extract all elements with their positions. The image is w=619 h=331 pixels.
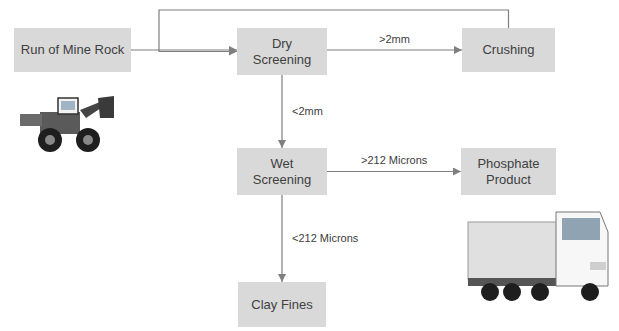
flow-arrow: [327, 49, 462, 50]
edge-label: >2mm: [377, 33, 412, 46]
box-label: Wet Screening: [243, 156, 321, 187]
box-label: Phosphate Product: [467, 156, 550, 187]
flow-arrow: [159, 10, 509, 52]
wheel-loader: [20, 96, 114, 152]
flow-arrow: [327, 171, 461, 172]
process-box: Dry Screening: [237, 28, 327, 75]
flow-arrow: [131, 49, 237, 50]
edge-label: >212 Microns: [359, 154, 429, 167]
process-box: Phosphate Product: [461, 148, 556, 195]
box-label: Crushing: [482, 42, 534, 58]
process-box: Crushing: [462, 28, 555, 72]
dump-truck: [468, 212, 608, 301]
edge-label: <2mm: [290, 105, 325, 118]
box-label: Run of Mine Rock: [21, 42, 124, 58]
process-box: Wet Screening: [237, 148, 327, 195]
edge-label: <212 Microns: [290, 232, 360, 245]
box-label: Dry Screening: [243, 36, 321, 67]
flow-arrow: [281, 195, 282, 282]
flow-arrow: [281, 75, 282, 148]
box-label: Clay Fines: [251, 297, 312, 313]
process-box: Clay Fines: [238, 282, 326, 327]
process-box: Run of Mine Rock: [14, 28, 131, 72]
